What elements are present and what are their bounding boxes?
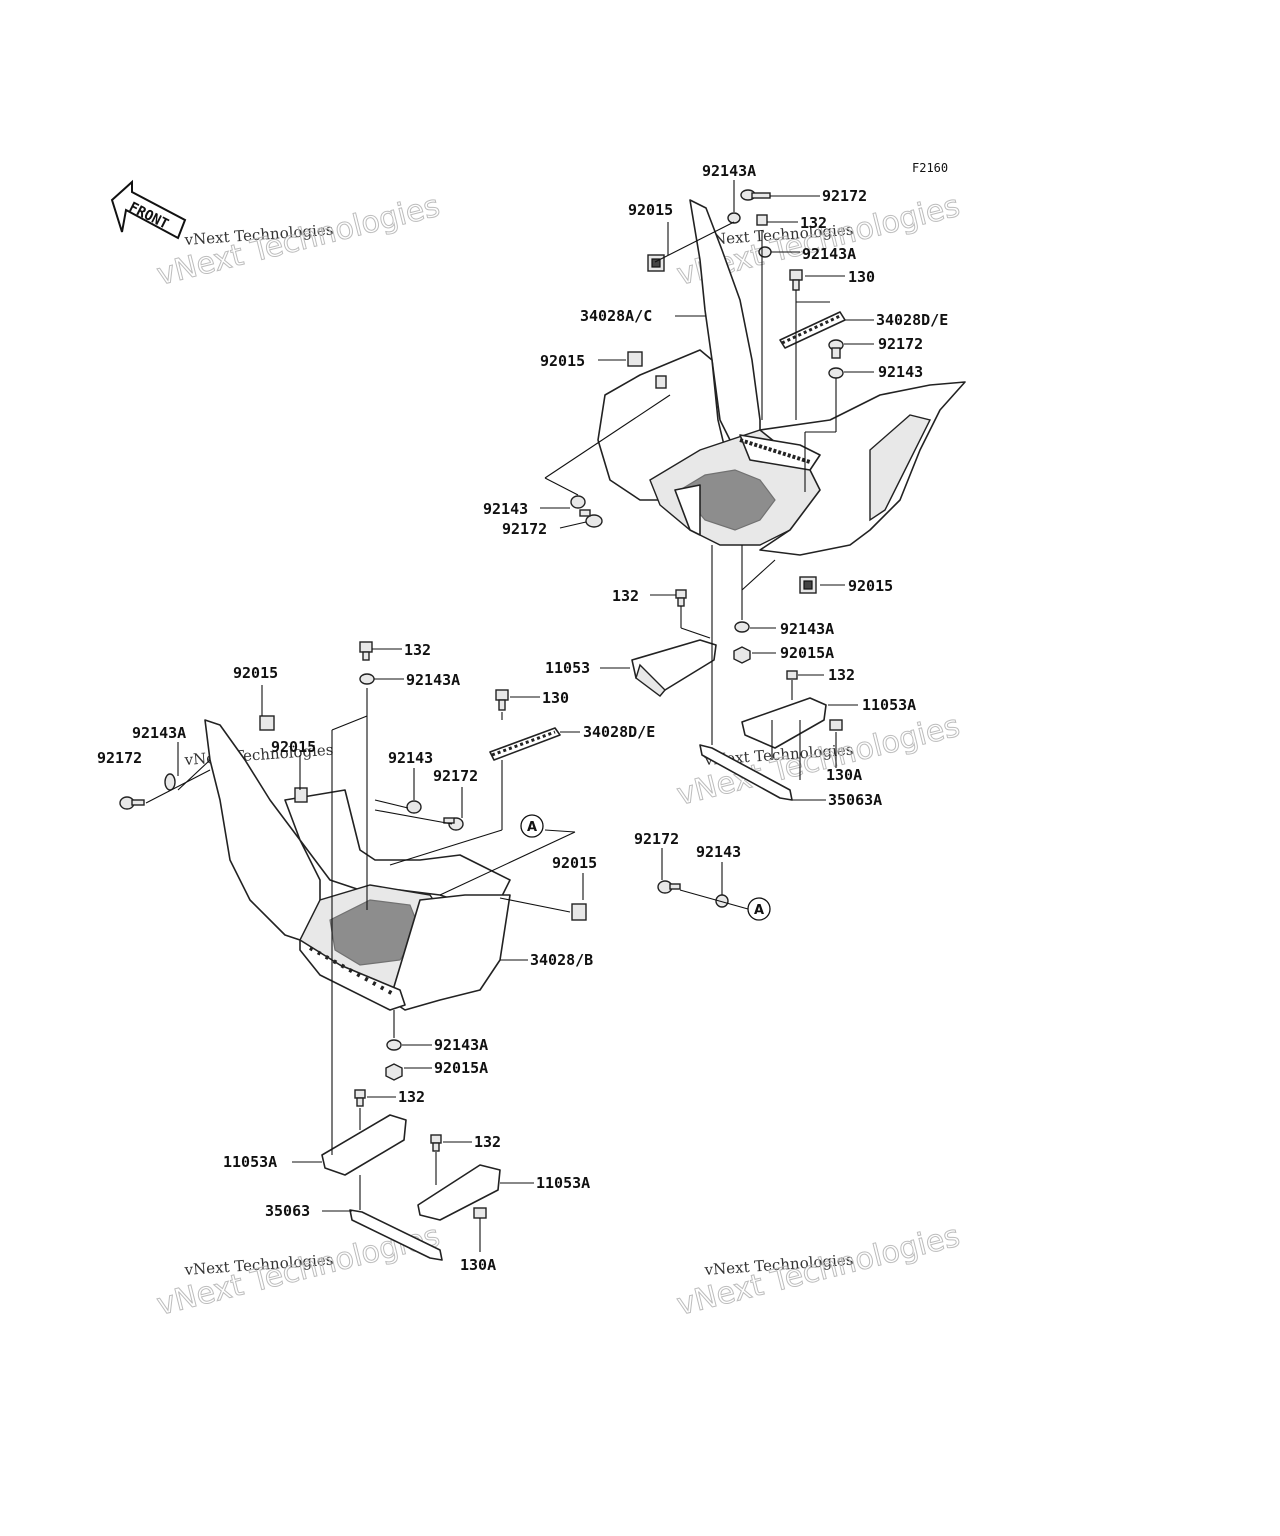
fastener-92172-A — [657, 880, 681, 894]
bracket-11053A-left — [321, 1114, 407, 1176]
label-35063A: 35063A — [828, 791, 882, 809]
fastener-132-mid — [675, 589, 687, 607]
fastener-92015-low — [259, 715, 275, 731]
label-92143A-bot: 92143A — [434, 1036, 488, 1054]
fastener-92143-low — [406, 800, 422, 814]
fastener-92143-mid — [828, 367, 844, 379]
bracket-11053A-bot — [417, 1164, 501, 1221]
watermark-bottom-right: vNext Technologies vNext Technologies — [673, 1218, 964, 1323]
label-92015-right: 92015 — [848, 577, 893, 595]
fastener-132-top — [756, 214, 768, 226]
fender-lower-left — [204, 719, 511, 1011]
fastener-92143A-left — [164, 773, 176, 791]
label-11053: 11053 — [545, 659, 590, 677]
fastener-92172-leftfar — [119, 796, 145, 810]
label-92143A-top: 92143A — [702, 162, 756, 180]
fastener-132-bot2 — [430, 1134, 442, 1152]
label-11053A-left: 11053A — [223, 1153, 277, 1171]
figure-code: F2160 — [912, 161, 948, 175]
fastener-130A-bot — [473, 1207, 487, 1219]
svg-text:A: A — [754, 903, 764, 918]
label-92172-A: 92172 — [634, 830, 679, 848]
fastener-92015-top — [647, 254, 665, 272]
fastener-130-top — [789, 269, 803, 291]
part-labels: 92143A 92172 92015 132 92143A 130 34028A… — [97, 162, 948, 1274]
label-11053A-right: 11053A — [862, 696, 916, 714]
label-34028DE-low: 34028D/E — [583, 723, 655, 741]
label-132-mid: 132 — [612, 587, 639, 605]
label-92143A-left: 92143A — [132, 724, 186, 742]
fender-upper-right — [597, 199, 966, 556]
label-130-top: 130 — [848, 268, 875, 286]
label-92015-top: 92015 — [628, 201, 673, 219]
label-130-low: 130 — [542, 689, 569, 707]
fastener-92143A-top2 — [758, 246, 772, 258]
label-92015-A: 92015 — [552, 854, 597, 872]
label-92172-leftfar: 92172 — [97, 749, 142, 767]
ref-marker-a-upper: A — [520, 814, 544, 838]
label-130A-right: 130A — [826, 766, 862, 784]
label-92172-mid: 92172 — [878, 335, 923, 353]
label-92143A-top2: 92143A — [802, 245, 856, 263]
fastener-92015-A — [571, 903, 587, 921]
label-34028DE-top: 34028D/E — [876, 311, 948, 329]
label-92143-low: 92143 — [388, 749, 433, 767]
svg-text:A: A — [527, 820, 537, 835]
ref-marker-a-lower: A — [747, 897, 771, 921]
bar-35063 — [349, 1209, 443, 1261]
label-11053A-bot: 11053A — [536, 1174, 590, 1192]
label-92015-left2: 92015 — [271, 738, 316, 756]
label-132-mid2: 132 — [828, 666, 855, 684]
strip-34028DE-low — [489, 727, 561, 761]
fastener-92143A-mid — [734, 621, 750, 633]
bracket-11053 — [631, 639, 717, 697]
fastener-132-bot — [354, 1089, 366, 1107]
label-92172-left: 92172 — [502, 520, 547, 538]
fastener-92015-left2 — [294, 787, 308, 803]
label-34028AC: 34028A/C — [580, 307, 652, 325]
label-92015-low: 92015 — [233, 664, 278, 682]
fastener-130-low — [495, 689, 509, 711]
label-92015A-mid: 92015A — [780, 644, 834, 662]
label-132-top: 132 — [800, 214, 827, 232]
label-130A-bot: 130A — [460, 1256, 496, 1274]
label-92143-mid: 92143 — [878, 363, 923, 381]
fastener-92172-mid — [828, 339, 844, 359]
label-92015-mid: 92015 — [540, 352, 585, 370]
label-132-bot: 132 — [398, 1088, 425, 1106]
label-132-low: 132 — [404, 641, 431, 659]
label-34028B: 34028/B — [530, 951, 593, 969]
fastener-92015-mid — [627, 351, 667, 389]
fastener-92015A-bot — [385, 1063, 403, 1081]
label-35063: 35063 — [265, 1202, 310, 1220]
fastener-92143-left — [570, 495, 586, 509]
fastener-92172-left — [579, 509, 603, 528]
fastener-92143A-bot — [386, 1039, 402, 1051]
fastener-92143A-top — [727, 212, 741, 224]
fastener-132-low — [359, 641, 373, 661]
label-92143-A: 92143 — [696, 843, 741, 861]
watermark-top-left: vNext Technologies vNext Technologies — [153, 188, 444, 293]
fastener-92172-top — [740, 189, 771, 201]
fastener-92015A-mid — [733, 646, 751, 664]
fastener-92172-low — [443, 817, 464, 831]
fastener-92143A-low — [359, 673, 375, 685]
label-92015A-bot: 92015A — [434, 1059, 488, 1077]
label-92172-top: 92172 — [822, 187, 867, 205]
label-92143-left: 92143 — [483, 500, 528, 518]
label-92172-low: 92172 — [433, 767, 478, 785]
label-132-bot2: 132 — [474, 1133, 501, 1151]
label-92143A-low: 92143A — [406, 671, 460, 689]
bracket-11053A-right — [741, 670, 843, 749]
leader-lines — [145, 180, 874, 1252]
label-92143A-mid: 92143A — [780, 620, 834, 638]
fastener-92015-right — [799, 576, 817, 594]
front-arrow-icon: FRONT — [110, 179, 187, 240]
